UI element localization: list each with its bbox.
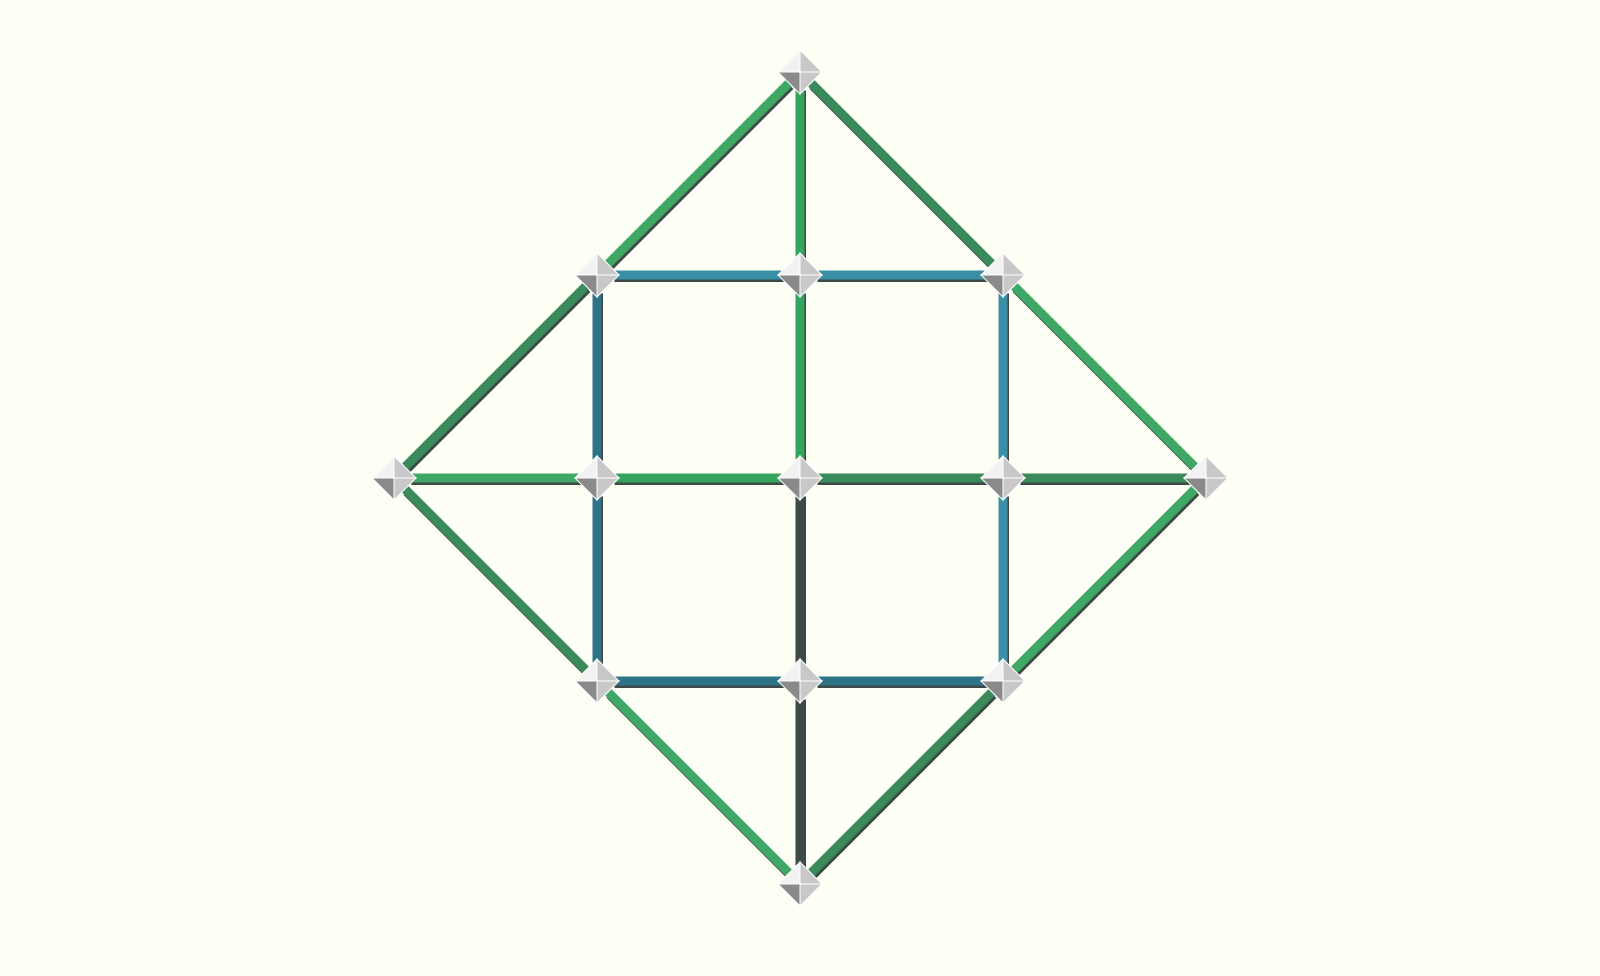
edge-inner-bottom-mid-to-bottom[interactable]	[795, 697, 806, 871]
edge-right-to-inner-bottom-right[interactable]	[1011, 486, 1200, 676]
node-facet	[799, 48, 824, 73]
edge-line	[605, 80, 792, 267]
node-facet	[979, 657, 1004, 682]
node-inner-bottom-left[interactable]	[573, 657, 621, 705]
node-facet	[393, 477, 418, 502]
node-facet	[596, 657, 621, 682]
node-bottom[interactable]	[776, 860, 824, 908]
edge-center-to-inner-mid-right[interactable]	[816, 473, 989, 485]
edge-inner-top-right-to-inner-mid-right[interactable]	[998, 291, 1009, 465]
node-inner-top-left[interactable]	[573, 251, 621, 299]
node-facet	[370, 477, 395, 502]
edge-left-to-inner-bottom-left[interactable]	[402, 486, 591, 676]
node-facet	[799, 251, 824, 276]
node-facet	[799, 274, 824, 299]
node-facet	[799, 680, 824, 705]
node-facet	[799, 883, 824, 908]
edge-line	[605, 689, 792, 876]
node-top[interactable]	[776, 48, 824, 96]
node-facet	[776, 274, 801, 299]
edge-line	[402, 486, 589, 673]
node-facet	[573, 454, 598, 479]
edge-top-to-inner-top-left[interactable]	[605, 80, 794, 270]
node-left[interactable]	[370, 454, 418, 502]
node-facet	[1002, 477, 1027, 502]
edge-inner-bottom-left-to-bottom[interactable]	[605, 689, 794, 879]
node-facet	[370, 454, 395, 479]
edge-inner-mid-right-to-right[interactable]	[1019, 473, 1192, 485]
edge-inner-mid-right-to-inner-bottom-right[interactable]	[998, 494, 1009, 668]
node-facet	[596, 477, 621, 502]
edge-line	[1011, 486, 1198, 673]
edge-line	[808, 689, 995, 876]
node-facet	[799, 477, 824, 502]
node-facet	[776, 680, 801, 705]
node-inner-top-right[interactable]	[979, 251, 1027, 299]
edge-line	[402, 283, 589, 470]
edge-inner-mid-left-to-center[interactable]	[613, 473, 786, 485]
node-facet	[776, 251, 801, 276]
nodes-layer	[370, 48, 1230, 908]
node-facet	[979, 477, 1004, 502]
edge-line	[808, 80, 995, 267]
node-facet	[1002, 454, 1027, 479]
node-facet	[596, 680, 621, 705]
edge-inner-bottom-right-to-bottom[interactable]	[808, 689, 997, 879]
edge-top-to-inner-top-right[interactable]	[808, 80, 997, 270]
node-facet	[573, 477, 598, 502]
node-facet	[776, 48, 801, 73]
edge-center-to-inner-bottom-mid[interactable]	[795, 494, 806, 668]
node-facet	[1002, 251, 1027, 276]
node-facet	[799, 657, 824, 682]
edges-layer	[402, 80, 1200, 879]
node-facet	[979, 454, 1004, 479]
edge-left-to-inner-mid-left[interactable]	[410, 473, 583, 485]
node-facet	[776, 883, 801, 908]
node-inner-top-mid[interactable]	[776, 251, 824, 299]
node-facet	[1205, 477, 1230, 502]
node-facet	[1002, 274, 1027, 299]
node-facet	[776, 657, 801, 682]
node-facet	[596, 274, 621, 299]
edge-inner-bottom-left-to-inner-bottom-mid[interactable]	[613, 676, 786, 688]
node-facet	[1205, 454, 1230, 479]
node-facet	[573, 680, 598, 705]
edge-inner-top-left-to-inner-mid-left[interactable]	[592, 291, 603, 465]
edge-line	[1011, 283, 1198, 470]
edge-inner-top-left-to-left[interactable]	[402, 283, 591, 473]
edge-inner-bottom-mid-to-inner-bottom-right[interactable]	[816, 676, 989, 688]
node-facet	[979, 274, 1004, 299]
node-facet	[596, 454, 621, 479]
edge-inner-top-mid-to-center[interactable]	[795, 291, 806, 465]
node-inner-mid-right[interactable]	[979, 454, 1027, 502]
edge-top-to-inner-top-mid[interactable]	[795, 88, 806, 262]
node-facet	[799, 71, 824, 96]
node-facet	[573, 251, 598, 276]
edge-inner-mid-left-to-inner-bottom-left[interactable]	[592, 494, 603, 668]
node-facet	[776, 454, 801, 479]
node-inner-bottom-mid[interactable]	[776, 657, 824, 705]
node-inner-mid-left[interactable]	[573, 454, 621, 502]
node-inner-bottom-right[interactable]	[979, 657, 1027, 705]
node-right[interactable]	[1182, 454, 1230, 502]
edge-inner-top-left-to-inner-top-mid[interactable]	[613, 270, 786, 282]
node-facet	[799, 454, 824, 479]
node-facet	[1002, 680, 1027, 705]
node-facet	[776, 477, 801, 502]
node-center[interactable]	[776, 454, 824, 502]
edge-inner-top-right-to-right[interactable]	[1011, 283, 1200, 473]
edge-inner-top-mid-to-inner-top-right[interactable]	[816, 270, 989, 282]
